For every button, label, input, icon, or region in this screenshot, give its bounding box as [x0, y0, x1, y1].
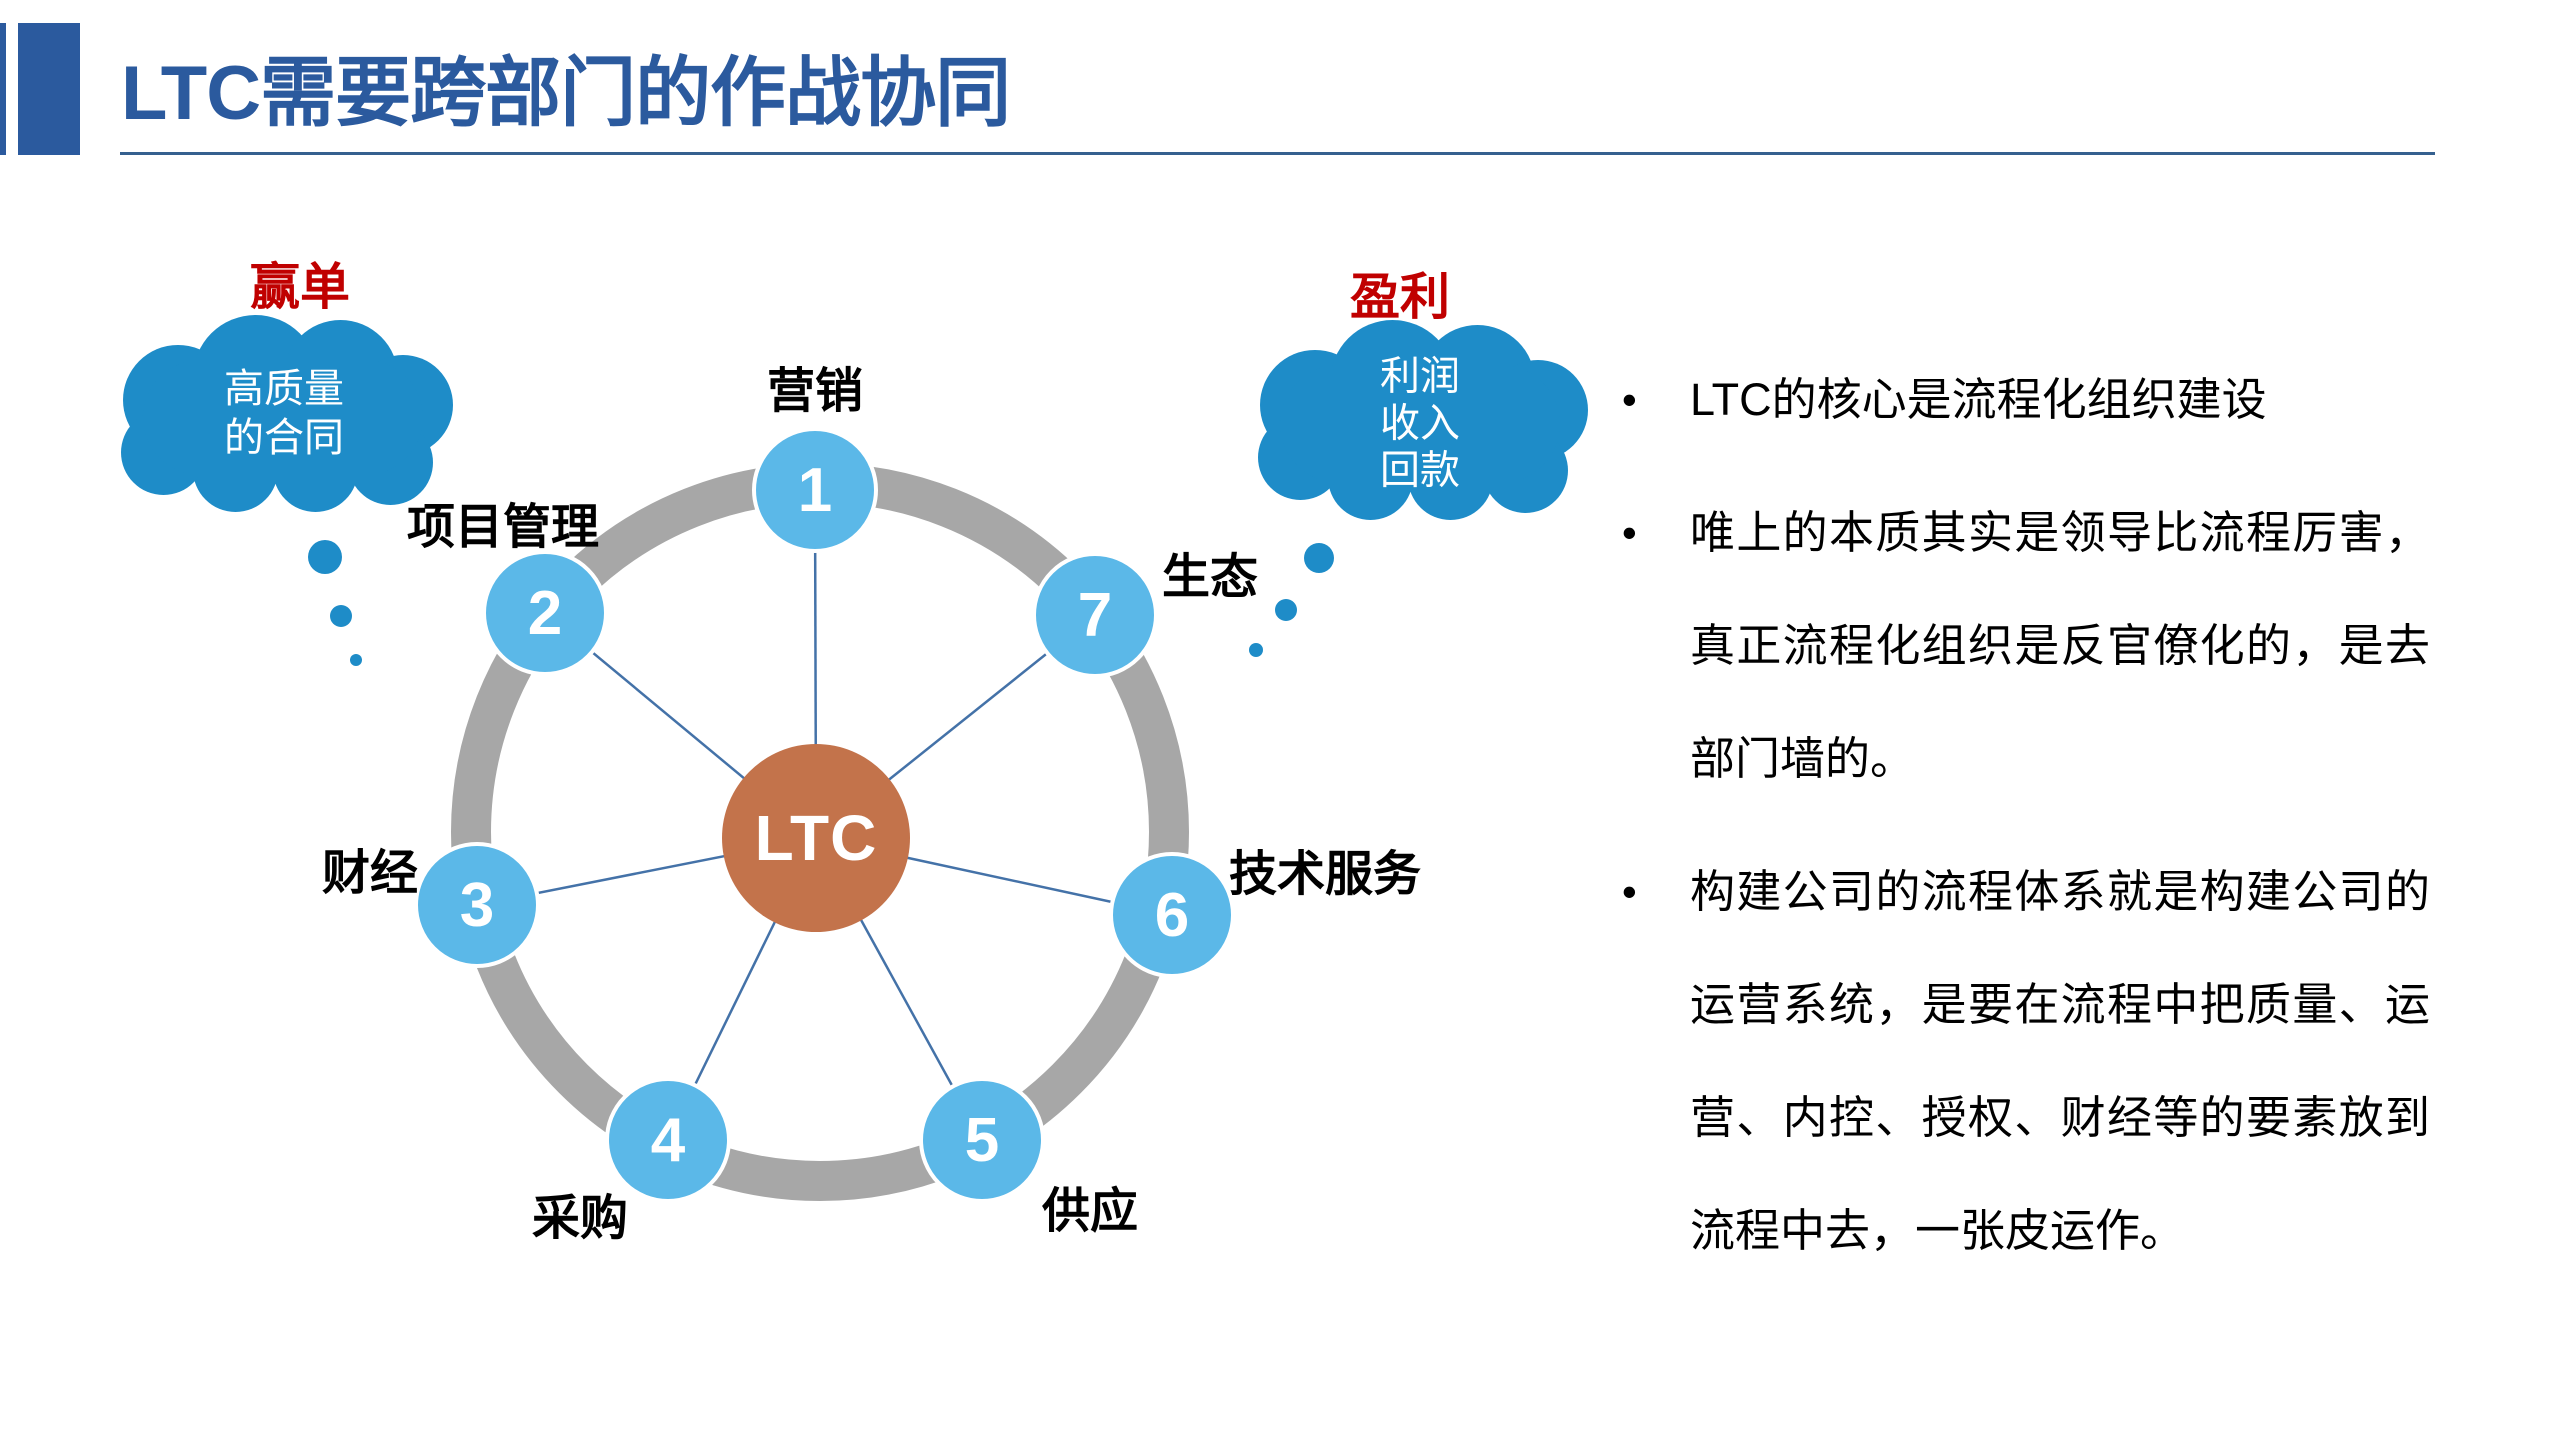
node-circle-2: 2 — [482, 550, 608, 676]
profit-tag: 盈利 — [1350, 269, 1450, 325]
node-label-marketing: 营销 — [766, 365, 864, 418]
node-circle-1: 1 — [752, 427, 878, 553]
node-circle-4: 4 — [605, 1077, 731, 1203]
bullet-marker: • — [1622, 509, 1637, 556]
bullet-marker: • — [1622, 376, 1637, 423]
left-cloud-text: 高质量 的合同 — [224, 365, 344, 463]
left-cloud-tail-dot — [350, 654, 362, 666]
node-circle-5: 5 — [919, 1077, 1045, 1203]
diagram-canvas — [451, 463, 1189, 1201]
right-cloud-line-2: 收入 — [1380, 401, 1460, 446]
left-cloud-tail-dot — [330, 605, 352, 627]
right-cloud-line-1: 利润 — [1380, 354, 1460, 399]
node-label-finance: 财经 — [321, 847, 419, 900]
node-label-tech-service: 技术服务 — [1228, 848, 1422, 901]
cloud-core — [143, 360, 423, 475]
left-cloud-line-1: 高质量 — [224, 367, 344, 411]
bullet-text-3: 构建公司的流程体系就是构建公司的运营系统，是要在流程中把质量、运营、内控、授权、… — [1690, 866, 2430, 1256]
right-cloud-line-3: 回款 — [1380, 448, 1460, 493]
node-label-procurement: 采购 — [531, 1192, 629, 1245]
title-underline — [120, 152, 2435, 155]
node-circle-3: 3 — [414, 842, 540, 968]
page-title: LTC需要跨部门的作战协同 — [121, 51, 1011, 136]
right-cloud-tail-dot — [1304, 543, 1334, 573]
bullet-text-2: 唯上的本质其实是领导比流程厉害，真正流程化组织是反官僚化的，是去部门墙的。 — [1690, 507, 2430, 784]
right-thought-cloud: 利润 收入 回款 — [1250, 320, 1590, 520]
left-cloud-tail-dot — [308, 540, 342, 574]
left-cloud-line-2: 的合同 — [224, 416, 344, 460]
left-thought-cloud: 高质量 的合同 — [113, 315, 455, 512]
node-label-ecosystem: 生态 — [1161, 551, 1259, 604]
node-circle-7: 7 — [1032, 552, 1158, 678]
cloud-core — [1280, 365, 1560, 483]
node-circle-6: 6 — [1109, 852, 1235, 978]
hub-circle-ltc: LTC — [722, 744, 910, 932]
win-order-tag: 赢单 — [250, 259, 350, 315]
right-cloud-tail-dot — [1249, 643, 1263, 657]
bullet-text-1: LTC的核心是流程化组织建设 — [1690, 374, 2267, 425]
title-accent-bar-thick — [18, 23, 80, 155]
right-cloud-text: 利润 收入 回款 — [1380, 354, 1460, 495]
node-label-supply: 供应 — [1041, 1185, 1139, 1238]
bullet-list: • LTC的核心是流程化组织建设 • 唯上的本质其实是领导比流程厉害，真正流程化… — [1622, 343, 2482, 1307]
bullet-item-1: • LTC的核心是流程化组织建设 — [1622, 343, 2482, 456]
right-cloud-tail-dot — [1275, 599, 1297, 621]
bullet-item-2: • 唯上的本质其实是领导比流程厉害，真正流程化组织是反官僚化的，是去部门墙的。 — [1622, 476, 2482, 815]
node-label-project-mgmt: 项目管理 — [406, 501, 600, 554]
title-accent-bar-thin — [0, 23, 6, 155]
bullet-marker: • — [1622, 868, 1637, 915]
bullet-item-3: • 构建公司的流程体系就是构建公司的运营系统，是要在流程中把质量、运营、内控、授… — [1622, 835, 2482, 1287]
